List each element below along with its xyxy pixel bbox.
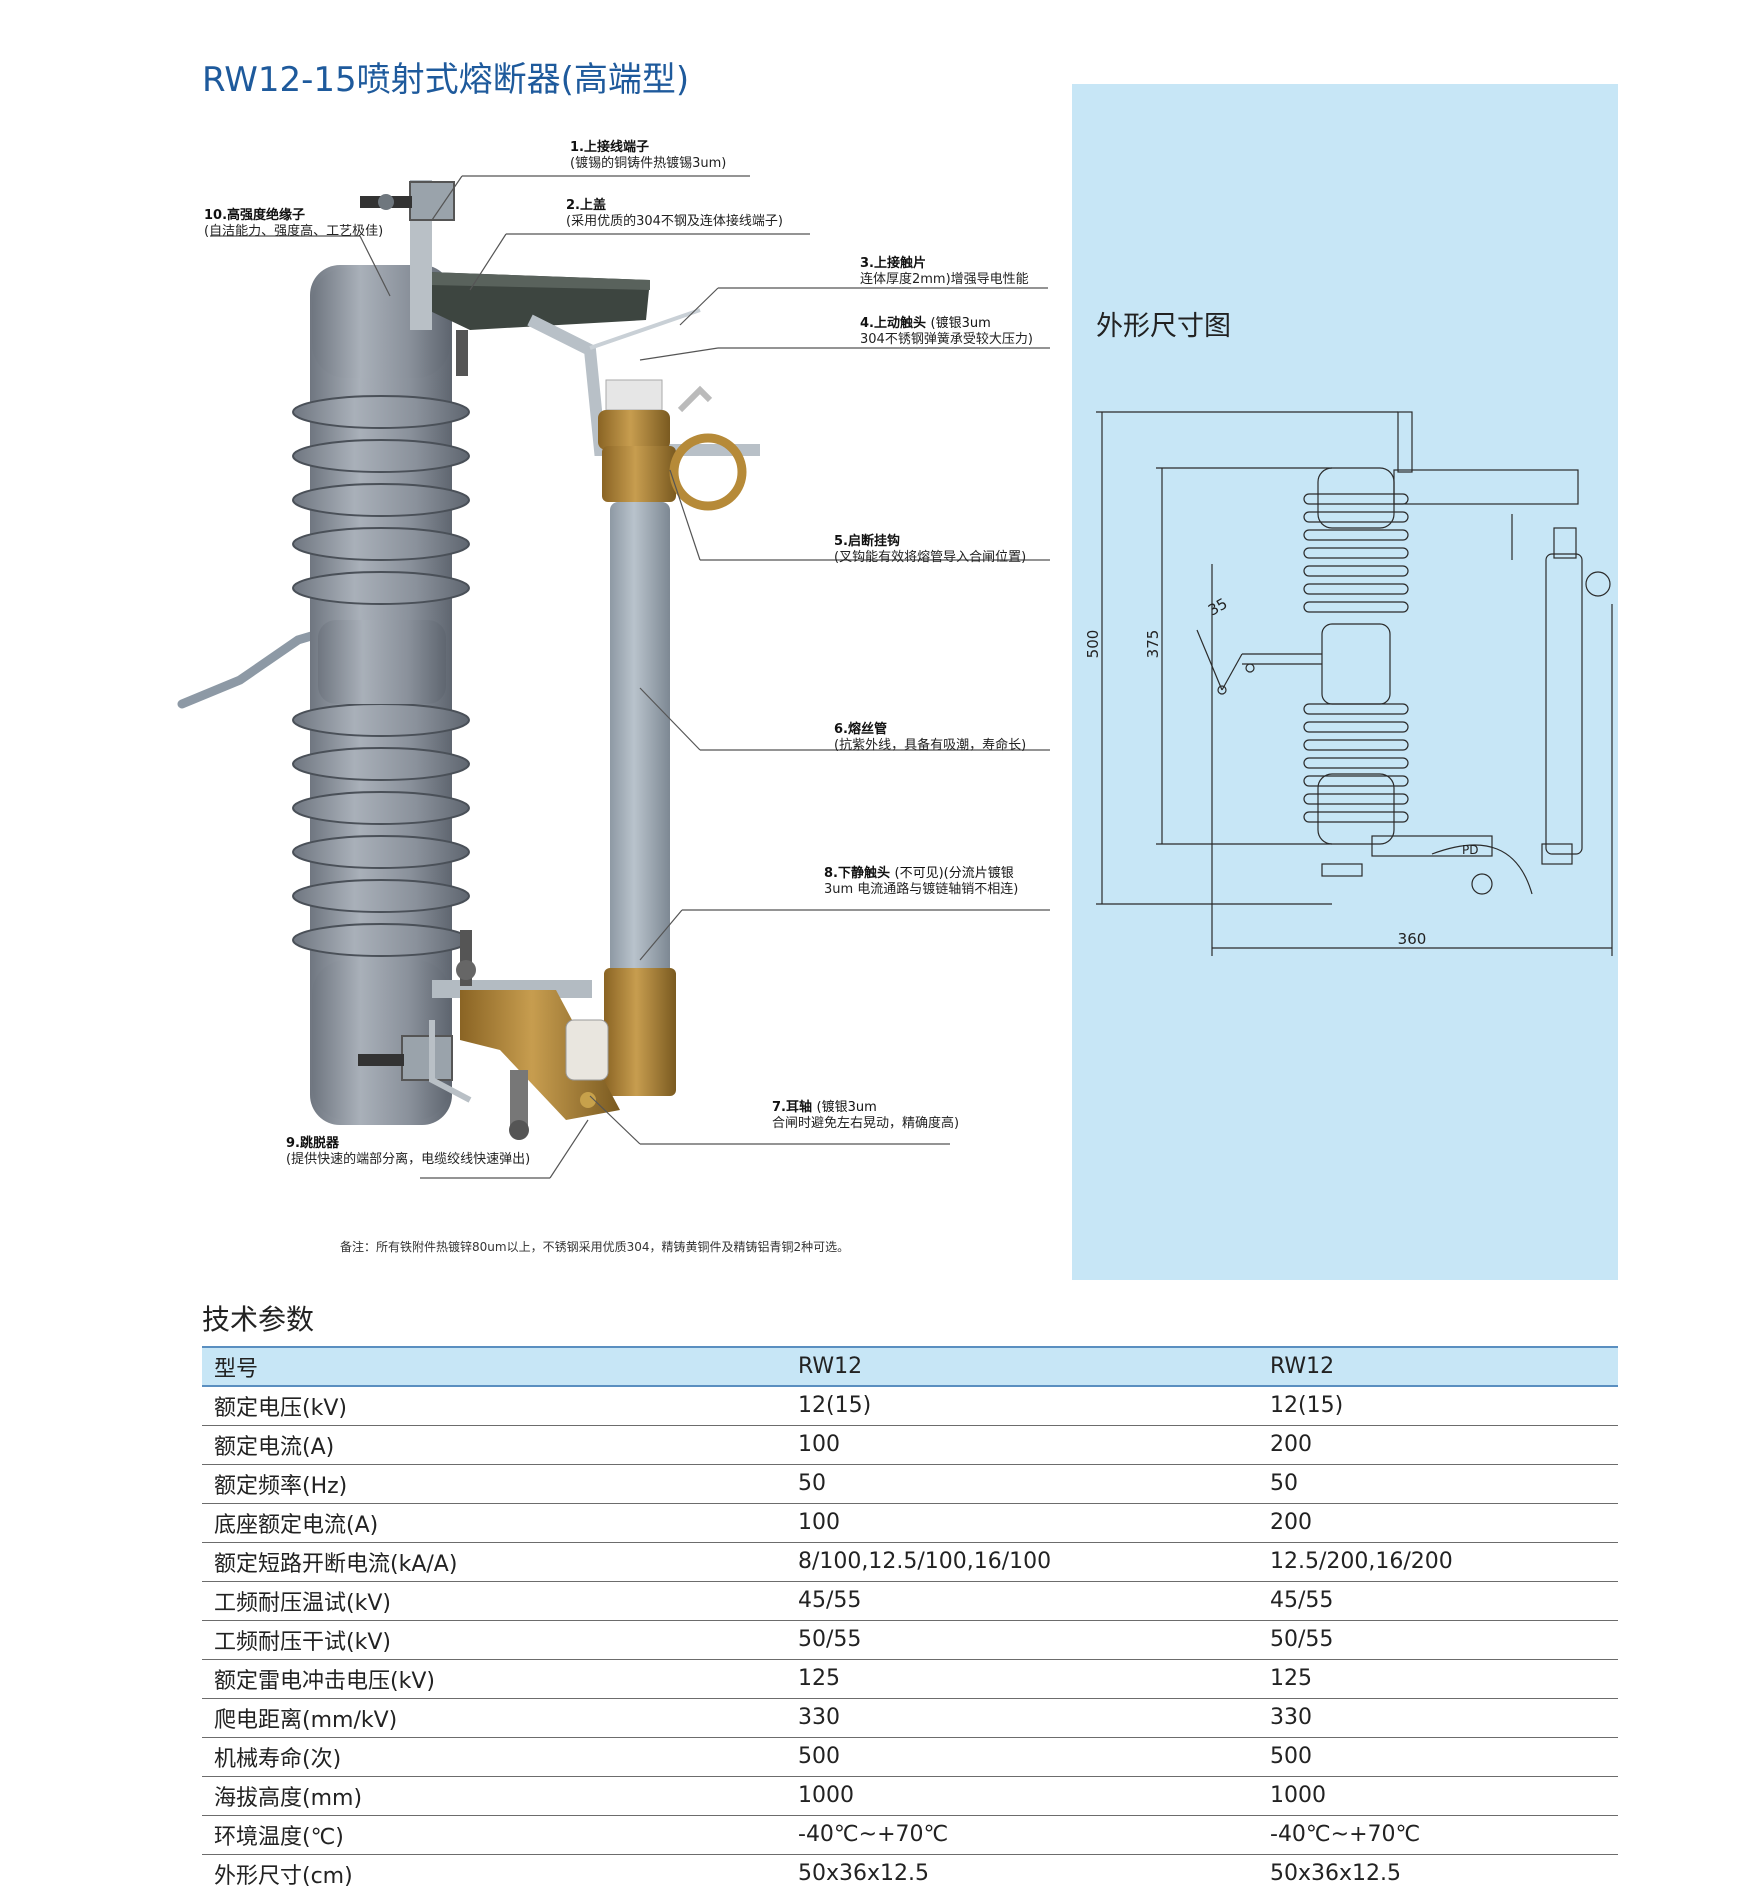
callout-fuse-tube: 6.熔丝管 (抗紫外线，具备有吸潮，寿命长) (834, 722, 1027, 754)
dimension-drawing: 500 375 35 360 PD (1084, 411, 1613, 956)
header-col-1: RW12 (786, 1346, 1258, 1387)
tech-params-title: 技术参数 (202, 1303, 315, 1336)
footnote: 备注：所有铁附件热镀锌80um以上，不锈钢采用优质304，精铸黄铜件及精铸铝青铜… (340, 1240, 850, 1254)
page-title: RW12-15喷射式熔断器(高端型) (202, 60, 690, 100)
tech-params-table: 型号 RW12 RW12 额定电压(kV)12(15)12(15) 额定电流(A… (202, 1346, 1618, 1892)
callout-trunnion: 7.耳轴 (镀银3um 合闸时避免左右晃动，精确度高) (772, 1100, 960, 1132)
dim-label-375: 375 (1144, 630, 1162, 659)
callout-upper-contact-plate: 3.上接触片 连体厚度2mm)增强导电性能 (860, 256, 1029, 288)
callout-insulator: 10.高强度绝缘子 (自洁能力、强度高、工艺极佳) (204, 208, 384, 240)
table-header-row: 型号 RW12 RW12 (202, 1346, 1618, 1387)
callout-upper-terminal: 1.上接线端子 (镀锡的铜铸件热镀锡3um) (570, 140, 727, 172)
callout-break-hook: 5.启断挂钩 (叉钩能有效将熔管导入合闸位置) (834, 534, 1027, 566)
callout-lower-static-contact: 8.下静触头 (不可见)(分流片镀银 3um 电流通路与镀链轴销不相连) (824, 866, 1019, 898)
product-illustration: 1.上接线端子 (镀锡的铜铸件热镀锡3um) 2.上盖 (采用优质的304不钢及… (170, 120, 1070, 1250)
header-model: 型号 (202, 1346, 786, 1387)
header-col-2: RW12 (1258, 1346, 1618, 1387)
callout-trip-device: 9.跳脱器 (提供快速的端部分离，电缆绞线快速弹出) (286, 1136, 531, 1168)
dim-label-500: 500 (1084, 630, 1102, 659)
callout-upper-moving-contact: 4.上动触头 (镀银3um 304不锈钢弹簧承受较大压力) (860, 316, 1033, 348)
dim-label-360: 360 (1398, 930, 1427, 948)
fuse-cutout-drawing (177, 175, 1050, 1179)
dimension-title: 外形尺寸图 (1096, 311, 1231, 342)
table-row: 额定电压(kV)12(15)12(15) (202, 1386, 1618, 1426)
dimension-panel: 500 375 35 360 PD 外形尺寸图 (1072, 84, 1618, 1280)
dim-label-35: 35 (1205, 594, 1231, 619)
table-row: 环境温度(℃)-40℃~+70℃-40℃~+70℃ (202, 1815, 1618, 1855)
callout-upper-cover: 2.上盖 (采用优质的304不钢及连体接线端子) (566, 198, 783, 230)
dim-label-pd: PD (1462, 843, 1478, 857)
